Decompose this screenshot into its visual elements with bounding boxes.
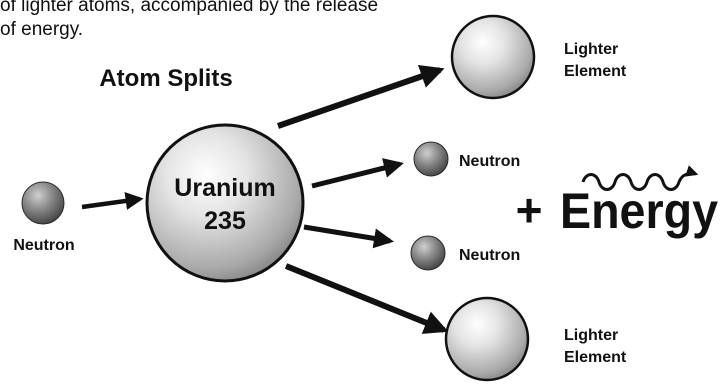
neutron-lower-sphere <box>410 235 446 271</box>
arrow-to-neutron-upper <box>311 158 404 189</box>
lighter-top-label-line-1: Lighter <box>564 41 618 58</box>
energy-word: Energy <box>560 183 718 239</box>
incoming-neutron-label: Neutron <box>13 237 74 254</box>
energy-wave-icon <box>581 165 699 191</box>
uranium-label-line-1: Uranium <box>174 174 275 202</box>
lighter-top-label-line-2: Element <box>564 63 627 80</box>
incoming-neutron-sphere <box>21 181 65 225</box>
arrow-into-uranium <box>81 192 144 210</box>
uranium-label-line-2: 235 <box>204 207 246 235</box>
caption-line-2: of energy. <box>0 19 84 40</box>
uranium-nucleus-sphere <box>145 123 305 283</box>
arrow-to-lighter-top <box>277 64 445 129</box>
caption-line-1: of lighter atoms, accompanied by the rel… <box>0 0 379 16</box>
heading-atom-splits: Atom Splits <box>99 65 232 92</box>
arrow-to-neutron-lower <box>303 224 394 249</box>
lighter-element-top-sphere <box>450 14 536 100</box>
arrow-to-lighter-bottom <box>284 263 449 334</box>
lighter-bottom-label-line-1: Lighter <box>564 327 618 344</box>
neutron-upper-label: Neutron <box>459 153 520 170</box>
lighter-element-bottom-sphere <box>444 296 530 382</box>
energy-plus-sign: + <box>516 184 543 236</box>
caption-text: of lighter atoms, accompanied by the rel… <box>0 0 440 42</box>
neutron-lower-label: Neutron <box>459 247 520 264</box>
neutron-upper-sphere <box>413 141 449 177</box>
lighter-bottom-label-line-2: Element <box>564 349 627 366</box>
